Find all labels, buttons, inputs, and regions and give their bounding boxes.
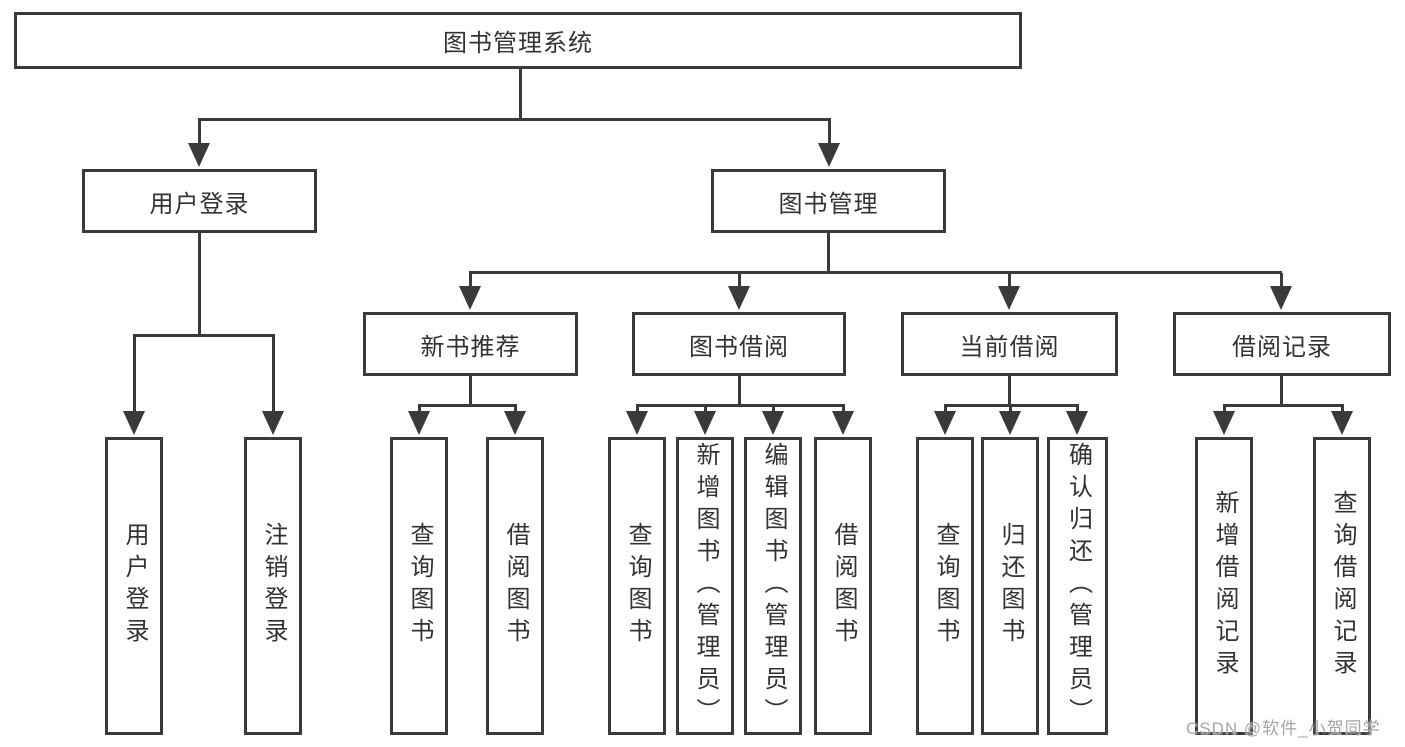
- arrow-down-icon: [934, 411, 956, 435]
- connector-line: [272, 336, 275, 414]
- leaf-label: 查询图书: [624, 522, 651, 650]
- leaf-label: 查询图书: [932, 522, 959, 650]
- leaf-edit-book-admin: 编辑图书（管理员）: [744, 437, 802, 735]
- connector-line: [1223, 404, 1226, 416]
- leaf-query-books-current: 查询图书: [916, 437, 974, 735]
- connector-line: [842, 404, 845, 416]
- connector-line: [738, 375, 741, 406]
- node-library-system: 图书管理系统: [14, 12, 1022, 69]
- arrow-down-icon: [1066, 411, 1088, 435]
- node-book-borrowing: 图书借阅: [632, 312, 846, 376]
- arrow-down-icon: [188, 143, 210, 167]
- leaf-label: 注销登录: [260, 522, 287, 650]
- watermark: CSDN @软件_小贺同学: [1186, 719, 1381, 738]
- connector-line: [827, 231, 830, 273]
- connector-line: [1223, 404, 1343, 407]
- leaf-label: 查询借阅记录: [1329, 490, 1356, 682]
- arrow-down-icon: [728, 286, 750, 310]
- arrow-down-icon: [762, 411, 784, 435]
- leaf-label: 编辑图书（管理员）: [760, 442, 787, 730]
- leaf-label: 确认归还（管理员）: [1064, 442, 1092, 730]
- arrow-down-icon: [1331, 411, 1353, 435]
- arrow-down-icon: [504, 411, 526, 435]
- leaf-label: 归还图书: [997, 522, 1024, 650]
- connector-line: [1009, 404, 1012, 416]
- arrow-down-icon: [262, 411, 284, 435]
- connector-line: [828, 120, 831, 148]
- leaf-return-books: 归还图书: [981, 437, 1039, 735]
- leaf-query-books-borrow: 查询图书: [608, 437, 666, 735]
- connector-line: [198, 120, 201, 148]
- arrow-down-icon: [694, 411, 716, 435]
- leaf-add-book-admin: 新增图书（管理员）: [676, 437, 734, 735]
- arrow-down-icon: [999, 411, 1021, 435]
- connector-line: [1280, 375, 1283, 406]
- node-user-login: 用户登录: [82, 169, 317, 233]
- leaf-query-borrow-record: 查询借阅记录: [1313, 437, 1371, 735]
- arrow-down-icon: [1213, 411, 1235, 435]
- connector-line: [133, 334, 275, 337]
- connector-line: [133, 336, 136, 414]
- connector-line: [469, 271, 1282, 274]
- connector-line: [1076, 404, 1079, 416]
- connector-line: [772, 404, 775, 416]
- leaf-label: 借阅图书: [830, 522, 857, 650]
- connector-line: [944, 404, 947, 416]
- node-book-management: 图书管理: [711, 169, 946, 233]
- connector-line: [704, 404, 707, 416]
- leaf-user-login: 用户登录: [105, 437, 163, 735]
- leaf-borrow-books: 借阅图书: [814, 437, 872, 735]
- arrow-down-icon: [626, 411, 648, 435]
- connector-line: [738, 273, 741, 289]
- arrow-down-icon: [123, 411, 145, 435]
- arrow-down-icon: [818, 143, 840, 167]
- leaf-borrow-books-recommend: 借阅图书: [486, 437, 544, 735]
- leaf-label: 用户登录: [121, 522, 148, 650]
- connector-line: [469, 375, 472, 406]
- connector-line: [469, 273, 472, 289]
- connector-line: [519, 67, 522, 120]
- leaf-label: 新增图书（管理员）: [692, 442, 719, 730]
- leaf-logout: 注销登录: [244, 437, 302, 735]
- connector-line: [514, 404, 517, 416]
- leaf-label: 借阅图书: [502, 522, 529, 650]
- leaf-label: 查询图书: [406, 522, 433, 650]
- leaf-label: 新增借阅记录: [1211, 490, 1238, 682]
- connector-line: [1280, 273, 1283, 289]
- connector-line: [198, 231, 201, 336]
- leaf-add-borrow-record: 新增借阅记录: [1195, 437, 1253, 735]
- node-new-book-recommendation: 新书推荐: [363, 312, 578, 376]
- connector-line: [636, 404, 639, 416]
- connector-line: [636, 404, 844, 407]
- leaf-confirm-return-admin: 确认归还（管理员）: [1047, 437, 1108, 735]
- node-borrowing-records: 借阅记录: [1173, 312, 1391, 376]
- connector-line: [1008, 375, 1011, 406]
- connector-line: [418, 404, 517, 407]
- arrow-down-icon: [832, 411, 854, 435]
- arrow-down-icon: [998, 286, 1020, 310]
- leaf-query-books-recommend: 查询图书: [390, 437, 448, 735]
- connector-line: [418, 404, 421, 416]
- connector-line: [198, 118, 831, 121]
- arrow-down-icon: [459, 286, 481, 310]
- connector-line: [1341, 404, 1344, 416]
- arrow-down-icon: [1270, 286, 1292, 310]
- arrow-down-icon: [408, 411, 430, 435]
- node-current-borrowing: 当前借阅: [901, 312, 1118, 376]
- connector-line: [1008, 273, 1011, 289]
